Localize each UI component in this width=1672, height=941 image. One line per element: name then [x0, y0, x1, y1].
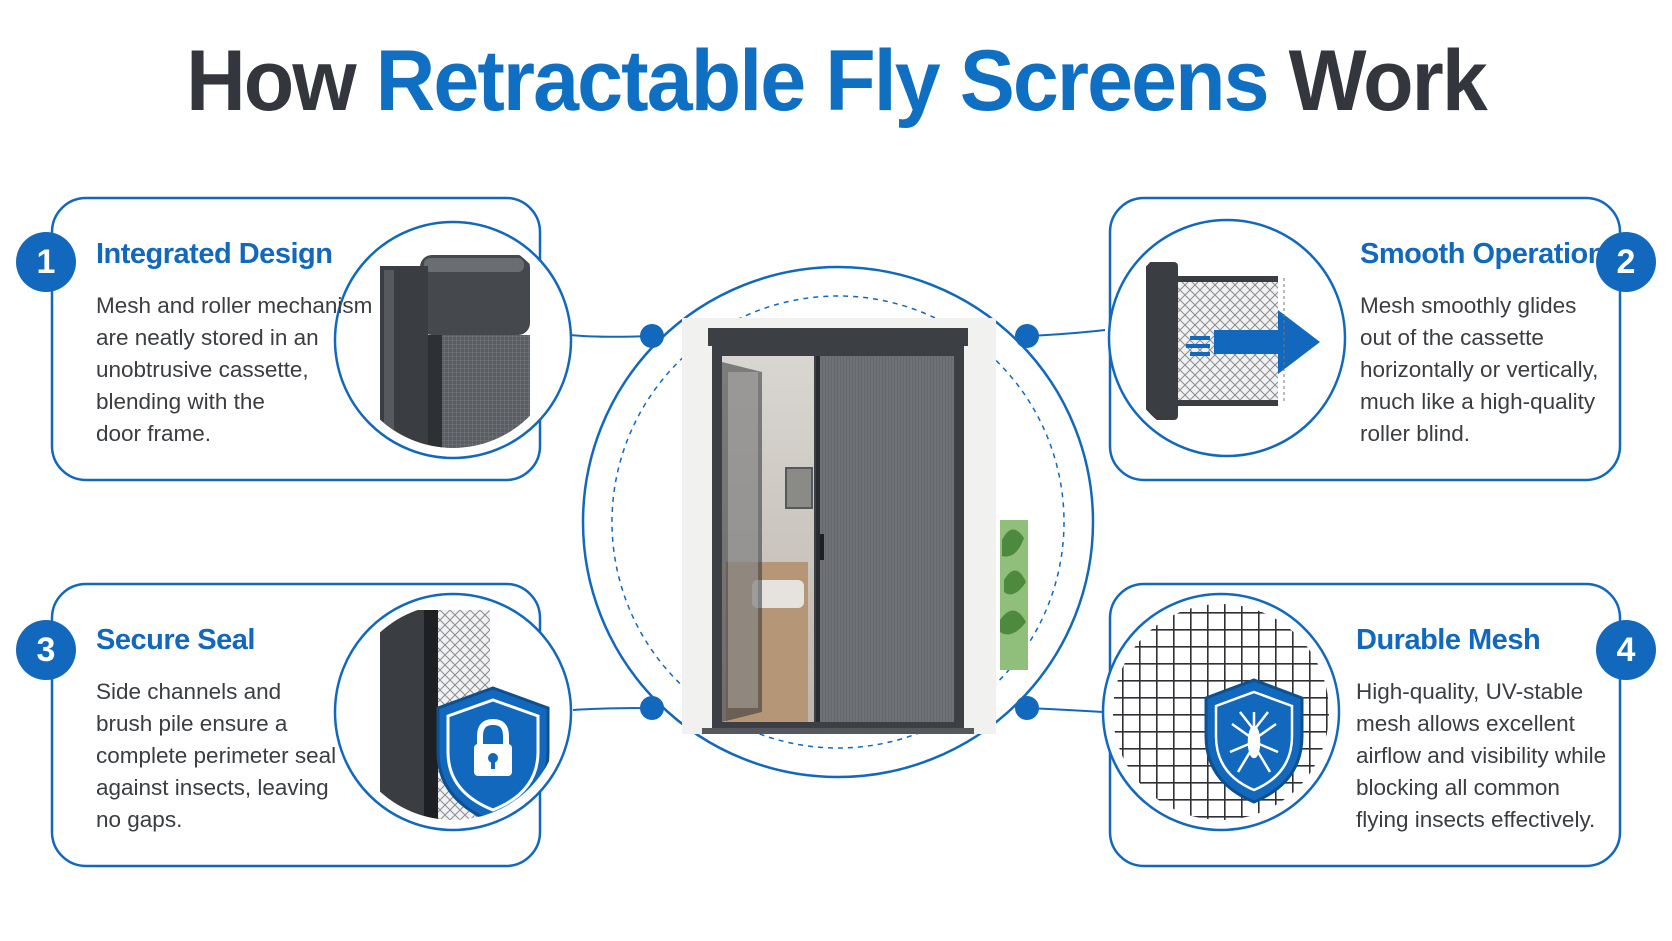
- feature-2-line: Mesh smoothly glides: [1360, 293, 1577, 318]
- feature-4-text: High-quality, UV-stable mesh allows exce…: [1356, 676, 1606, 836]
- feature-1-line: Mesh and roller mechanism: [96, 293, 373, 318]
- title-part-accent: Retractable Fly Screens: [375, 33, 1270, 129]
- feature-3-line: complete perimeter seal: [96, 743, 337, 768]
- feature-2-text: Mesh smoothly glides out of the cassette…: [1360, 290, 1598, 450]
- feature-3-line: brush pile ensure a: [96, 711, 288, 736]
- feature-1-line: blending with the: [96, 389, 265, 414]
- feature-2-line: out of the cassette: [1360, 325, 1544, 350]
- feature-4-line: High-quality, UV-stable: [1356, 679, 1584, 704]
- feature-4-line: mesh allows excellent: [1356, 711, 1575, 736]
- feature-4-line: airflow and visibility while: [1356, 743, 1607, 768]
- feature-4-title: Durable Mesh: [1356, 624, 1541, 656]
- feature-1-line: are neatly stored in an: [96, 325, 319, 350]
- feature-3-text: Side channels and brush pile ensure a co…: [96, 676, 336, 836]
- mosquito-shield-art: [1113, 604, 1329, 820]
- feature-2-line: roller blind.: [1360, 421, 1471, 446]
- feature-2-title: Smooth Operation: [1360, 238, 1605, 270]
- feature-4-line: blocking all common: [1356, 775, 1560, 800]
- feature-3-line: against insects, leaving: [96, 775, 329, 800]
- page-title: How Retractable Fly Screens Work: [33, 38, 1638, 124]
- cassette-closeup-art: [345, 232, 561, 448]
- feature-1-text: Mesh and roller mechanism are neatly sto…: [96, 290, 372, 450]
- lock-shield-art: [345, 604, 561, 820]
- feature-3-number: 3: [36, 631, 56, 669]
- title-part-3: Work: [1267, 33, 1488, 129]
- feature-4-number: 4: [1616, 631, 1636, 669]
- feature-3-line: Side channels and: [96, 679, 282, 704]
- door-illustration: [682, 318, 1028, 734]
- feature-1-line: door frame.: [96, 421, 212, 446]
- feature-1-line: unobtrusive cassette,: [96, 357, 309, 382]
- mesh-glide-art: [1119, 230, 1335, 446]
- feature-1-title: Integrated Design: [96, 238, 333, 270]
- feature-3-line: no gaps.: [96, 807, 183, 832]
- title-part-1: How: [186, 33, 376, 129]
- feature-2-line: much like a high-quality: [1360, 389, 1596, 414]
- feature-1-number: 1: [36, 243, 56, 281]
- feature-2-line: horizontally or vertically,: [1360, 357, 1599, 382]
- feature-3-title: Secure Seal: [96, 624, 255, 656]
- feature-2-number: 2: [1616, 243, 1636, 281]
- feature-4-line: flying insects effectively.: [1356, 807, 1596, 832]
